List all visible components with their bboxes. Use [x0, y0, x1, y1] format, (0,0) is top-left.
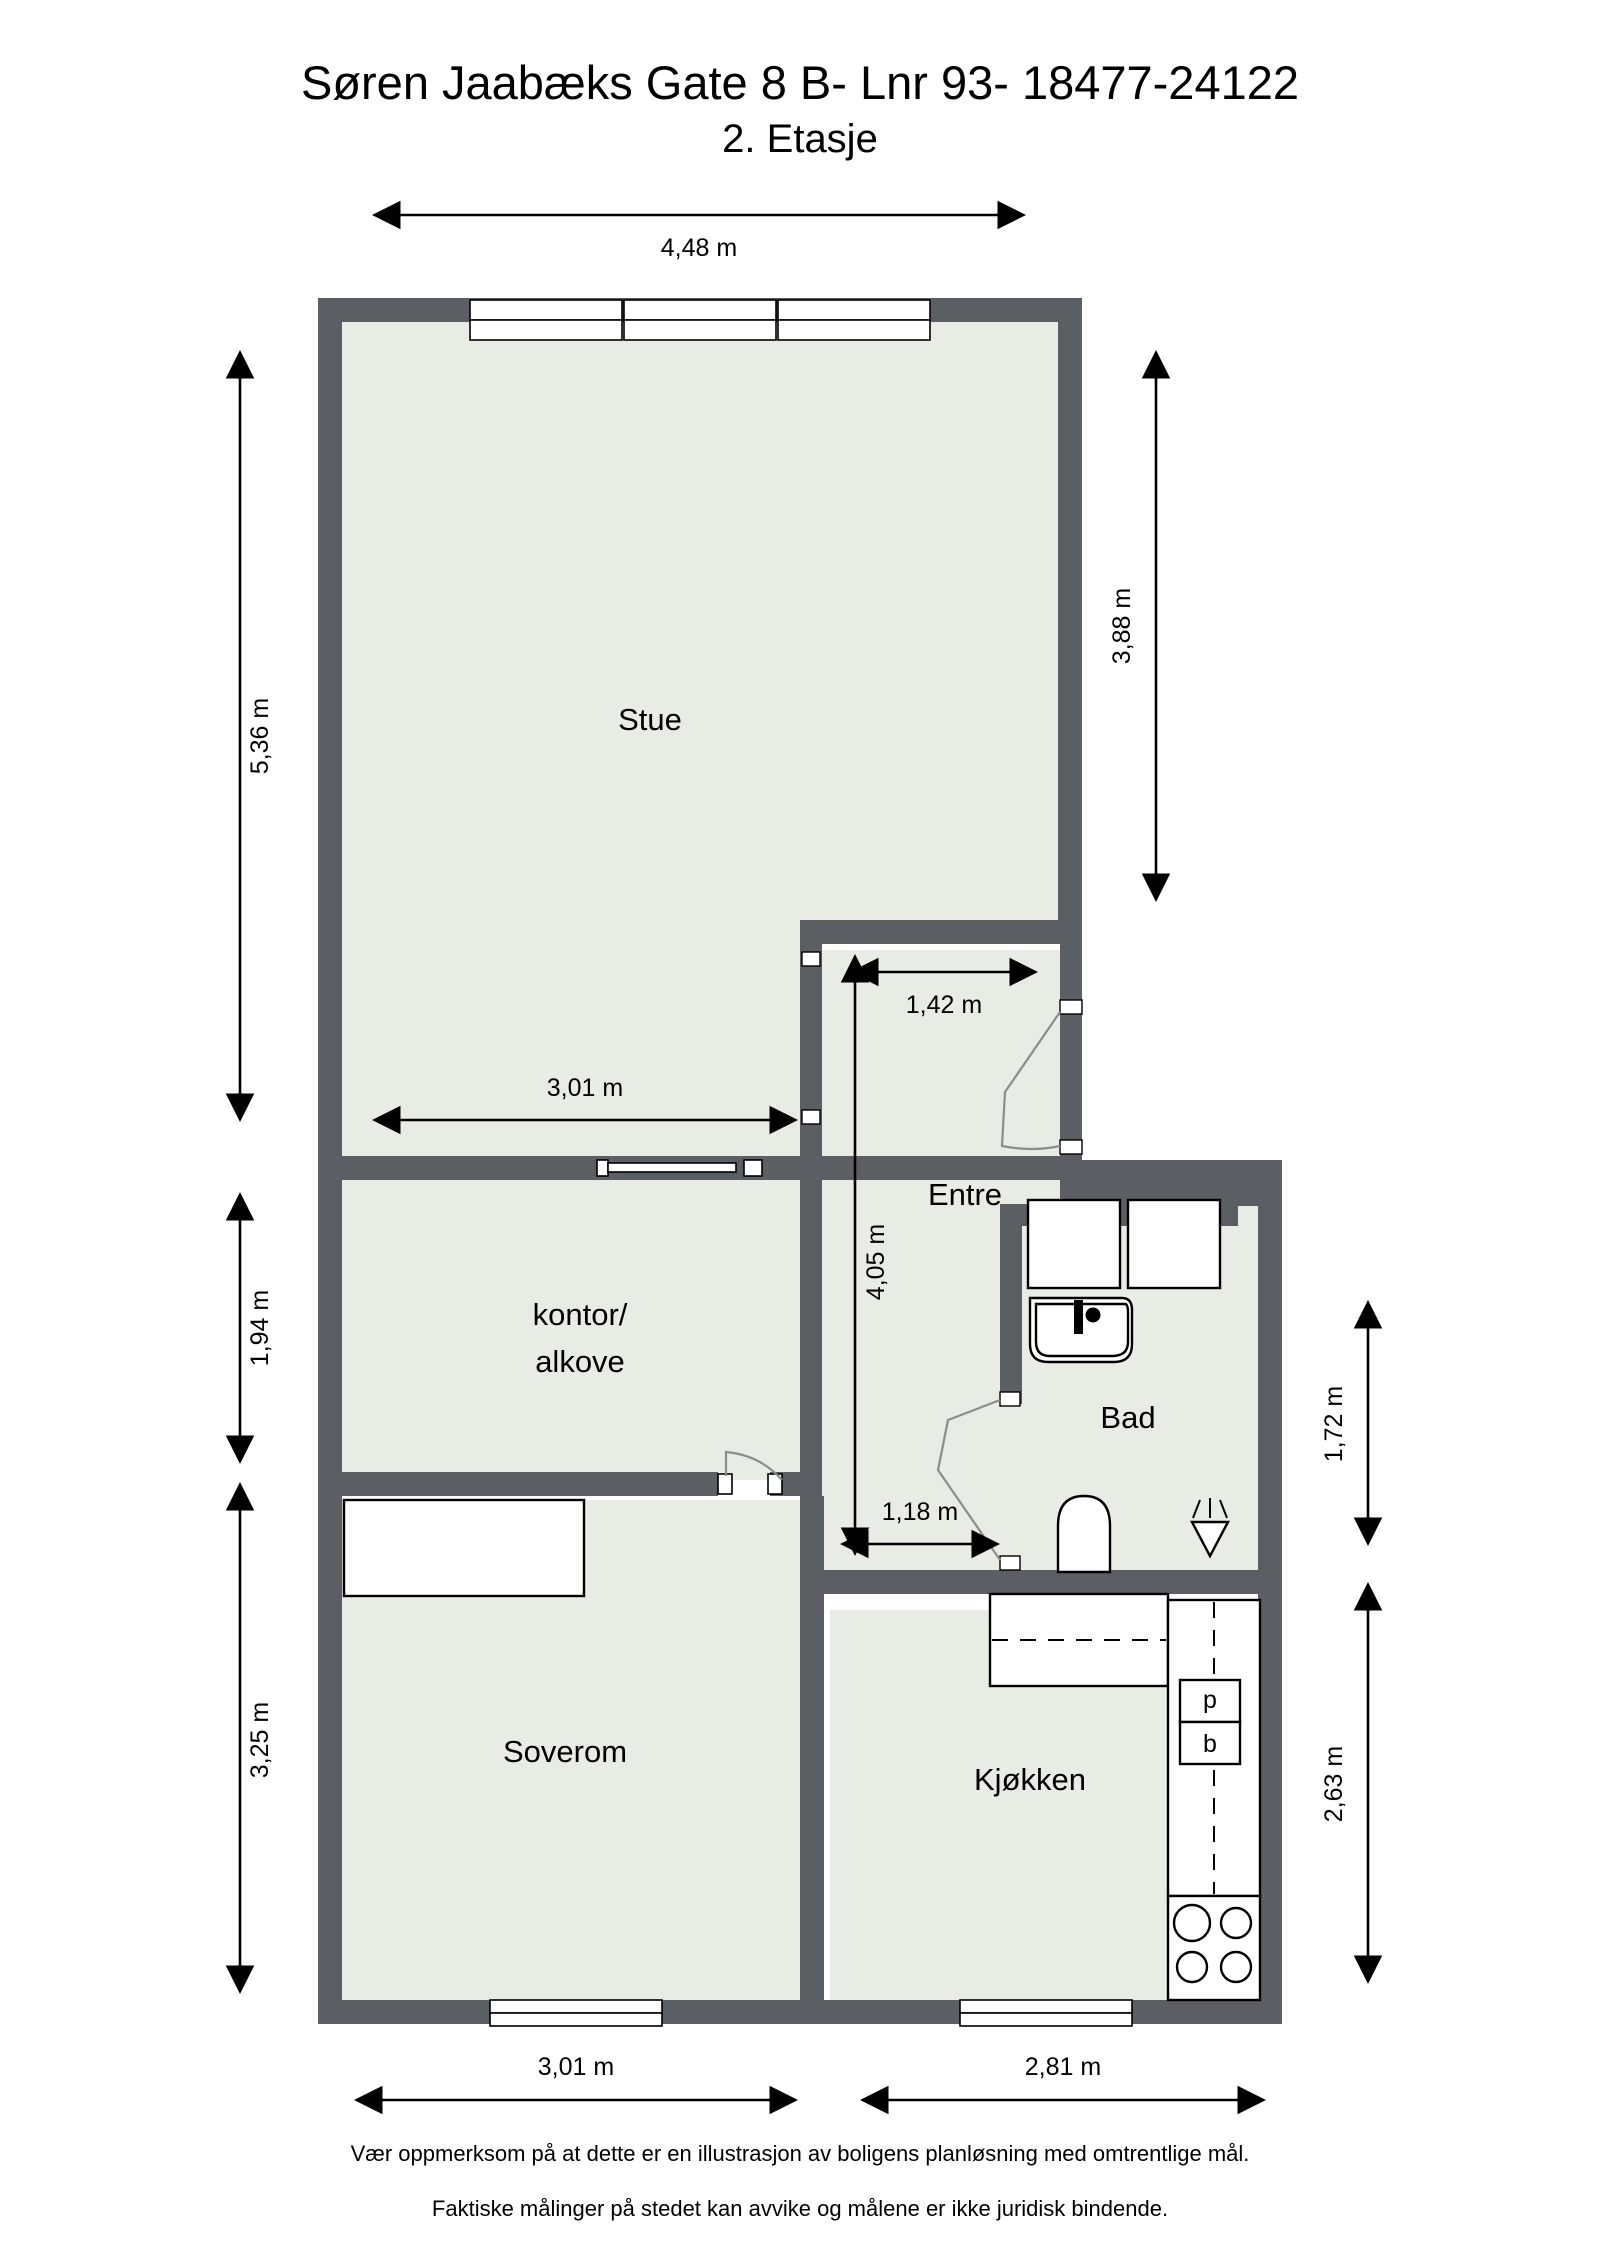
door-jamb-kontor-entre-a	[717, 1473, 733, 1495]
burner-3	[1175, 1950, 1209, 1984]
door-swing-bad	[936, 1398, 1001, 1561]
dimtext-left-upper: 5,36 m	[246, 698, 274, 774]
wall-outer-right-upper	[1058, 298, 1082, 928]
dimtext-stue-bottom: 3,01 m	[547, 1074, 623, 1102]
kitchen-stovetop	[1166, 1894, 1262, 2002]
room-label-kjokken: Kjøkken	[974, 1762, 1086, 1797]
furniture-wardrobe	[342, 1498, 586, 1598]
sink-faucet	[1074, 1300, 1083, 1334]
room-label-kontor-line1: kontor/	[533, 1297, 628, 1332]
wall-kjokken-top	[822, 1570, 1282, 1594]
window-stue-2-frame	[623, 299, 777, 321]
dimtext-entre-width: 1,42 m	[906, 991, 982, 1019]
door-opening-entre-mid	[801, 1109, 821, 1125]
kitchen-appliance-upper	[1178, 1678, 1242, 1724]
room-label-soverom: Soverom	[503, 1734, 627, 1769]
kitchen-knob-lower: b	[1203, 1730, 1217, 1758]
door-jamb-bad-b	[999, 1555, 1021, 1571]
shower-spray-lines	[1192, 1498, 1228, 1519]
page-subtitle: 2. Etasje	[722, 116, 878, 161]
door-jamb-bad-a	[999, 1391, 1021, 1407]
door-slide-kontor	[607, 1162, 737, 1173]
dimtext-right-upper: 3,88 m	[1108, 588, 1136, 664]
door-swing-entrance	[1000, 1011, 1061, 1151]
wall-bad-top-jog	[1060, 1160, 1282, 1206]
kitchen-appliance-lower	[1178, 1720, 1242, 1766]
room-label-bad: Bad	[1100, 1400, 1155, 1435]
dimtext-bottom-left: 3,01 m	[538, 2053, 614, 2081]
footer-text-2: Faktiske målinger på stedet kan avvike o…	[431, 2196, 1169, 2221]
window-kjokken-b	[959, 2012, 1133, 2027]
toilet-bowl	[1056, 1494, 1112, 1574]
burner-1	[1172, 1903, 1212, 1943]
fixtures: p b	[342, 1198, 1262, 2002]
room-area-stue	[340, 320, 800, 1160]
dimtext-entre-bottom: 1,18 m	[882, 1498, 958, 1526]
room-labels: Stue kontor/ alkove Soverom Entre Bad Kj…	[503, 702, 1156, 1797]
footer-note-1: Vær oppmerksom på at dette er en illustr…	[0, 2141, 1600, 2167]
walls	[318, 298, 1282, 2024]
wall-soverom-kjokken	[800, 1496, 824, 2024]
door-jamb-entrance-b	[1059, 1139, 1083, 1155]
wall-entre-top	[800, 920, 1082, 944]
wall-entre-right	[1060, 920, 1082, 1160]
window-stue-2b-frame	[623, 319, 777, 341]
dimtext-bottom-right: 2,81 m	[1025, 2053, 1101, 2081]
burner-2	[1219, 1906, 1253, 1940]
window-stue-3-frame	[777, 299, 931, 321]
window-stue-1-frame	[469, 299, 623, 321]
footer-text-1: Vær oppmerksom på at dette er en illustr…	[350, 2141, 1250, 2166]
door-opening-entre-top	[801, 951, 821, 967]
dimtext-left-mid: 1,94 m	[246, 1290, 274, 1366]
footer-note-2: Faktiske målinger på stedet kan avvike o…	[0, 2196, 1600, 2222]
window-soverom-b	[489, 2012, 663, 2027]
wall-bad-left	[1000, 1204, 1022, 1404]
burner-4	[1219, 1950, 1253, 1984]
windows	[469, 299, 1133, 2027]
cabinet-bad-2	[1126, 1198, 1222, 1290]
room-label-entre: Entre	[928, 1177, 1002, 1212]
door-jamb-kontor-a	[596, 1159, 609, 1177]
page-title: Søren Jaabæks Gate 8 B- Lnr 93- 18477-24…	[300, 56, 1300, 109]
dimtext-entre-height: 4,05 m	[862, 1224, 890, 1300]
wall-kontor-bottom-left	[318, 1472, 718, 1496]
sink-basin-inner	[1034, 1302, 1130, 1358]
cabinet-bad-1	[1026, 1198, 1122, 1290]
room-label-kontor-line2: alkove	[535, 1344, 625, 1379]
dimtext-right-mid: 1,72 m	[1320, 1386, 1348, 1462]
dimtext-top-width: 4,48 m	[661, 234, 737, 262]
window-soverom-a	[489, 1999, 663, 2014]
dimtext-right-lower: 2,63 m	[1320, 1746, 1348, 1822]
dimension-lines: 4,48 m 5,36 m 1,94 m 3,25 m 3,88 m 1,72 …	[225, 200, 1383, 2115]
dimtext-left-lower: 3,25 m	[246, 1702, 274, 1778]
wall-entre-left	[800, 920, 822, 1610]
window-stue-3b-frame	[777, 319, 931, 341]
room-area-stue-ext	[800, 320, 1060, 920]
title-block: Søren Jaabæks Gate 8 B- Lnr 93- 18477-24…	[0, 56, 1600, 163]
doors	[596, 951, 1083, 1571]
room-area-kontor	[340, 1180, 800, 1480]
door-swing-kontor-entre	[724, 1450, 783, 1481]
window-kjokken-a	[959, 1999, 1133, 2014]
door-jamb-kontor-b	[743, 1159, 763, 1177]
kitchen-knob-upper: p	[1203, 1686, 1217, 1714]
floor-drain-icon	[1190, 1520, 1230, 1559]
sink-tap-knob	[1085, 1307, 1101, 1323]
door-jamb-entrance-a	[1059, 999, 1083, 1015]
room-label-stue: Stue	[618, 702, 682, 737]
window-stue-1b-frame	[469, 319, 623, 341]
